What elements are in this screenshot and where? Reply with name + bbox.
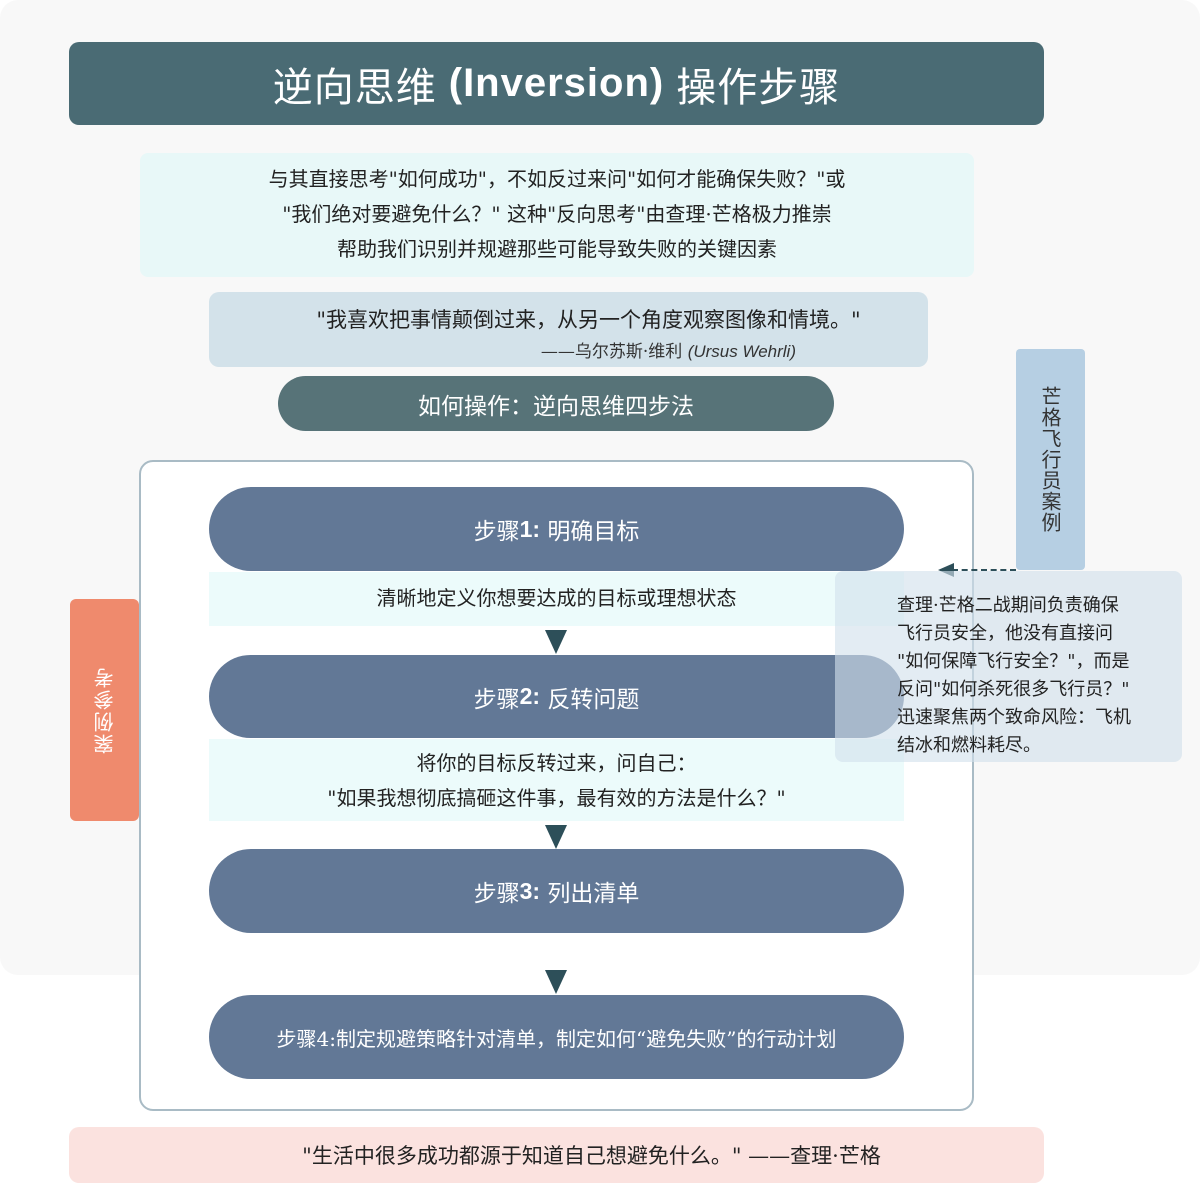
step-4-pill: 步骤4:制定规避策略针对清单，制定如何“避免失败”的行动计划 <box>209 995 904 1079</box>
step-2-number: 2: <box>519 683 541 709</box>
footer-quote-text: "生活中很多成功都源于知道自己想避免什么。" ——查理·芒格 <box>302 1144 881 1168</box>
quote-attribution-name: ——乌尔苏斯·维利 <box>540 342 683 362</box>
howto-heading: 如何操作：逆向思维四步法 <box>278 376 834 431</box>
munger-case-line-5: 迅速聚焦两个致命风险：飞机 <box>897 707 1131 728</box>
dashed-connector <box>952 569 1016 571</box>
step-3-number: 3: <box>519 877 541 904</box>
footer-quote: "生活中很多成功都源于知道自己想避免什么。" ——查理·芒格 <box>69 1127 1044 1183</box>
step-1-description: 清晰地定义你想要达成的目标或理想状态 <box>209 572 904 626</box>
intro-line-2: "我们绝对要避免什么？" 这种"反向思考"由查理·芒格极力推崇 <box>282 202 832 226</box>
munger-case-line-1: 查理·芒格二战期间负责确保 <box>897 595 1119 616</box>
quote-text: "我喜欢把事情颠倒过来，从另一个角度观察图像和情境。" <box>316 308 861 332</box>
step-2-description-line-2: "如果我想彻底搞砸这件事，最有效的方法是什么？" <box>327 786 786 810</box>
step-2-description: 将你的目标反转过来，问自己： "如果我想彻底搞砸这件事，最有效的方法是什么？" <box>209 739 904 821</box>
munger-case-line-3: "如何保障飞行安全？"，而是 <box>897 651 1130 672</box>
step-1-number: 1: <box>519 515 541 542</box>
case-reference-label: 案例参考 <box>93 666 117 754</box>
step-2-label-post: 反转问题 <box>540 686 640 713</box>
munger-case-box: 查理·芒格二战期间负责确保 飞行员安全，他没有直接问 "如何保障飞行安全？"，而… <box>835 571 1182 762</box>
quote-box: "我喜欢把事情颠倒过来，从另一个角度观察图像和情境。" ——乌尔苏斯·维利 (U… <box>209 292 928 367</box>
step-4-label: 步骤4:制定规避策略针对清单，制定如何“避免失败”的行动计划 <box>276 1026 837 1051</box>
munger-pilot-case-tab: 芒格飞行员案例 <box>1016 349 1085 570</box>
quote-attribution-latin: (Ursus Wehrli) <box>687 342 796 361</box>
step-1-label-pre: 步骤 <box>473 519 520 545</box>
step-3-label-pre: 步骤 <box>473 881 520 907</box>
title-suffix: 操作步骤 <box>676 64 841 111</box>
step-2-description-line-1: 将你的目标反转过来，问自己： <box>416 751 697 775</box>
step-1-label-post: 明确目标 <box>540 519 640 545</box>
page-title: 逆向思维 (Inversion) 操作步骤 <box>69 42 1044 125</box>
intro-line-3: 帮助我们识别并规避那些可能导致失败的关键因素 <box>337 237 777 261</box>
munger-case-line-2: 飞行员安全，他没有直接问 <box>897 623 1113 644</box>
step-3-label-post: 列出清单 <box>540 881 640 907</box>
title-latin: (Inversion) <box>448 61 665 105</box>
step-2-label-pre: 步骤 <box>473 686 520 713</box>
munger-case-line-4: 反问"如何杀死很多飞行员？" <box>897 679 1130 700</box>
case-reference-tab: 案例参考 <box>70 599 139 821</box>
down-arrow-icon <box>545 825 567 849</box>
munger-pilot-case-label: 芒格飞行员案例 <box>1038 386 1062 533</box>
munger-case-line-6: 结冰和燃料耗尽。 <box>897 735 1041 756</box>
intro-box: 与其直接思考"如何成功"，不如反过来问"如何才能确保失败？"或 "我们绝对要避免… <box>140 153 974 277</box>
down-arrow-icon <box>545 970 567 994</box>
down-arrow-icon <box>545 630 567 654</box>
title-prefix: 逆向思维 <box>272 64 437 111</box>
quote-attribution: ——乌尔苏斯·维利 (Ursus Wehrli) <box>541 337 796 362</box>
intro-line-1: 与其直接思考"如何成功"，不如反过来问"如何才能确保失败？"或 <box>268 167 846 191</box>
